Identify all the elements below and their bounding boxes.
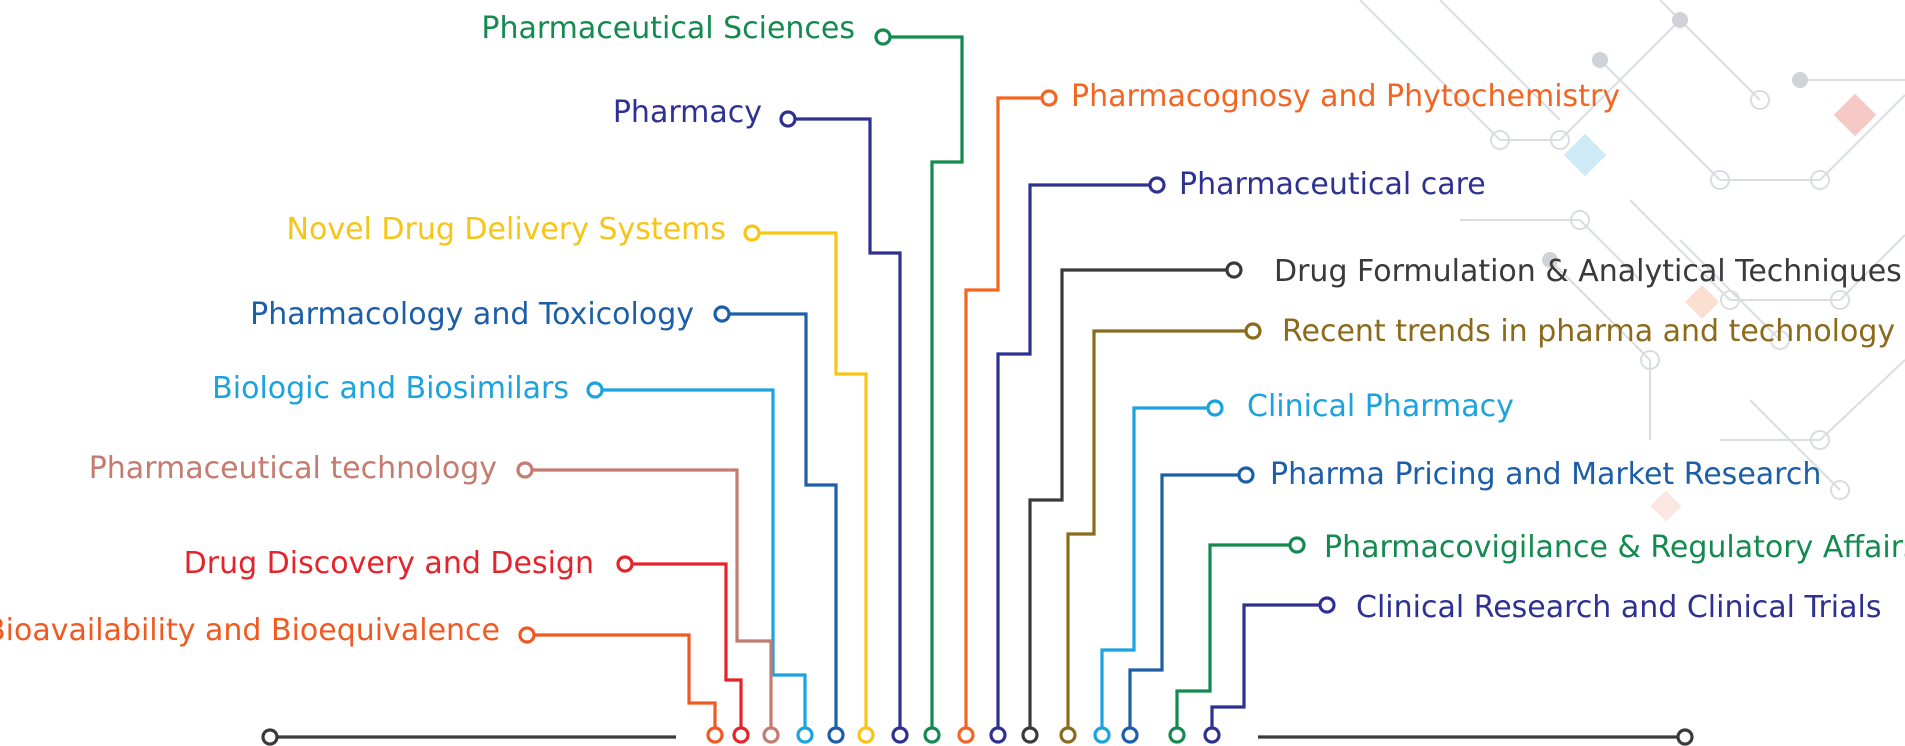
wire-left-2 [752,231,868,735]
wire-left-5 [525,468,773,735]
decor-trace [1579,219,1641,281]
wire-right-3 [1066,329,1253,735]
decor-node [1830,480,1850,500]
decor-diamond-peach [1685,285,1719,319]
wire-end-node-right-6 [1168,726,1186,744]
decor-node [1570,210,1590,230]
wire-right-7 [1210,603,1327,735]
wire-start-node-right-6 [1288,536,1306,554]
topic-pharmaceutical-technology: Pharmaceutical technology [88,451,497,486]
wire-end-node-right-1 [989,726,1007,744]
decor-trace [1749,399,1841,491]
decor-dot [1592,52,1608,68]
topic-clinical-pharmacy: Clinical Pharmacy [1247,389,1514,424]
wire-end-node-right-3 [1059,726,1077,744]
wire-start-node-left-2 [743,224,761,242]
decor-trace [1359,0,1501,141]
wire-start-node-right-3 [1244,322,1262,340]
baseline-right-node [1676,728,1694,746]
decor-diamond-pink [1833,93,1877,137]
wire-start-node-left-3 [713,305,731,323]
topic-pharmaceutical-sciences: Pharmaceutical Sciences [481,11,855,46]
decor-trace [1819,94,1905,181]
decor-node [1710,170,1730,190]
wire-right-4 [1100,406,1215,735]
wire-end-node-right-2 [1021,726,1039,744]
topic-bioavailability-and-bioequivalence: Bioavailability and Bioequivalence [0,613,500,648]
topic-clinical-research-and-clinical-trials: Clinical Research and Clinical Trials [1356,590,1882,625]
topic-biologic-and-biosimilars: Biologic and Biosimilars [212,371,569,406]
baseline-left-node [261,728,279,746]
wire-start-node-left-0 [874,28,892,46]
wire-end-node-right-4 [1093,726,1111,744]
wire-end-node-left-2 [857,726,875,744]
topic-pharmacy: Pharmacy [612,95,762,130]
wire-right-5 [1128,473,1246,735]
decor-node [1550,130,1570,150]
decor-node [1830,290,1850,310]
topic-pharma-pricing-and-market-research: Pharma Pricing and Market Research [1270,457,1822,492]
topic-drug-formulation-analytical-techniques: Drug Formulation & Analytical Techniques [1274,254,1902,289]
wire-start-node-right-1 [1148,176,1166,194]
wire-start-node-left-4 [586,381,604,399]
decor-trace [1549,259,1651,361]
decor-trace [1439,0,1561,121]
wire-end-node-left-4 [796,726,814,744]
wire-end-node-right-5 [1121,726,1139,744]
wire-start-node-left-6 [616,555,634,573]
decor-node [1640,350,1660,370]
wire-left-6 [625,562,743,735]
decor-node [1490,130,1510,150]
decor-node [1770,330,1790,350]
decor-node [1810,170,1830,190]
wire-start-node-right-0 [1040,89,1058,107]
decor-node [1720,290,1740,310]
topic-novel-drug-delivery-systems: Novel Drug Delivery Systems [286,212,726,247]
decor-node [1810,430,1830,450]
decor-trace [1819,359,1905,441]
wire-left-3 [722,312,838,735]
wire-start-node-left-5 [516,461,534,479]
wire-end-node-left-7 [706,726,724,744]
decor-dot [1792,72,1808,88]
wire-end-node-left-0 [923,726,941,744]
topic-pharmaceutical-care: Pharmaceutical care [1179,167,1486,202]
wire-end-node-left-5 [762,726,780,744]
wire-end-node-left-3 [827,726,845,744]
wire-start-node-left-1 [779,110,797,128]
decor-trace [1839,234,1905,301]
decor-dot [1542,252,1558,268]
wire-start-node-right-4 [1206,399,1224,417]
wire-right-0 [964,96,1049,735]
wire-left-0 [883,35,964,735]
topic-pharmacology-and-toxicology: Pharmacology and Toxicology [250,297,694,332]
wire-start-node-left-7 [518,626,536,644]
decor-diamond-blue [1563,133,1607,177]
topic-pharmacognosy-and-phytochemistry: Pharmacognosy and Phytochemistry [1071,79,1621,114]
decor-trace [1599,59,1721,181]
wire-right-1 [996,183,1157,735]
wire-start-node-right-5 [1237,466,1255,484]
wire-right-2 [1028,268,1234,735]
topic-pharmacovigilance-regulatory-affairs: Pharmacovigilance & Regulatory Affairs [1324,530,1905,565]
wire-left-7 [527,633,717,735]
wire-end-node-left-1 [891,726,909,744]
topic-recent-trends-in-pharma-and-technology: Recent trends in pharma and technology [1282,314,1896,349]
wire-left-1 [788,117,902,735]
wire-left-4 [595,388,807,735]
wire-start-node-right-2 [1225,261,1243,279]
wire-end-node-left-6 [732,726,750,744]
decor-trace [1629,199,1731,301]
wire-right-6 [1175,543,1297,735]
wire-end-node-right-7 [1203,726,1221,744]
wire-end-node-right-0 [957,726,975,744]
decor-dot [1672,12,1688,28]
topic-drug-discovery-and-design: Drug Discovery and Design [183,546,594,581]
wire-start-node-right-7 [1318,596,1336,614]
decor-node [1750,90,1770,110]
circuit-background-decoration [1359,0,1905,522]
